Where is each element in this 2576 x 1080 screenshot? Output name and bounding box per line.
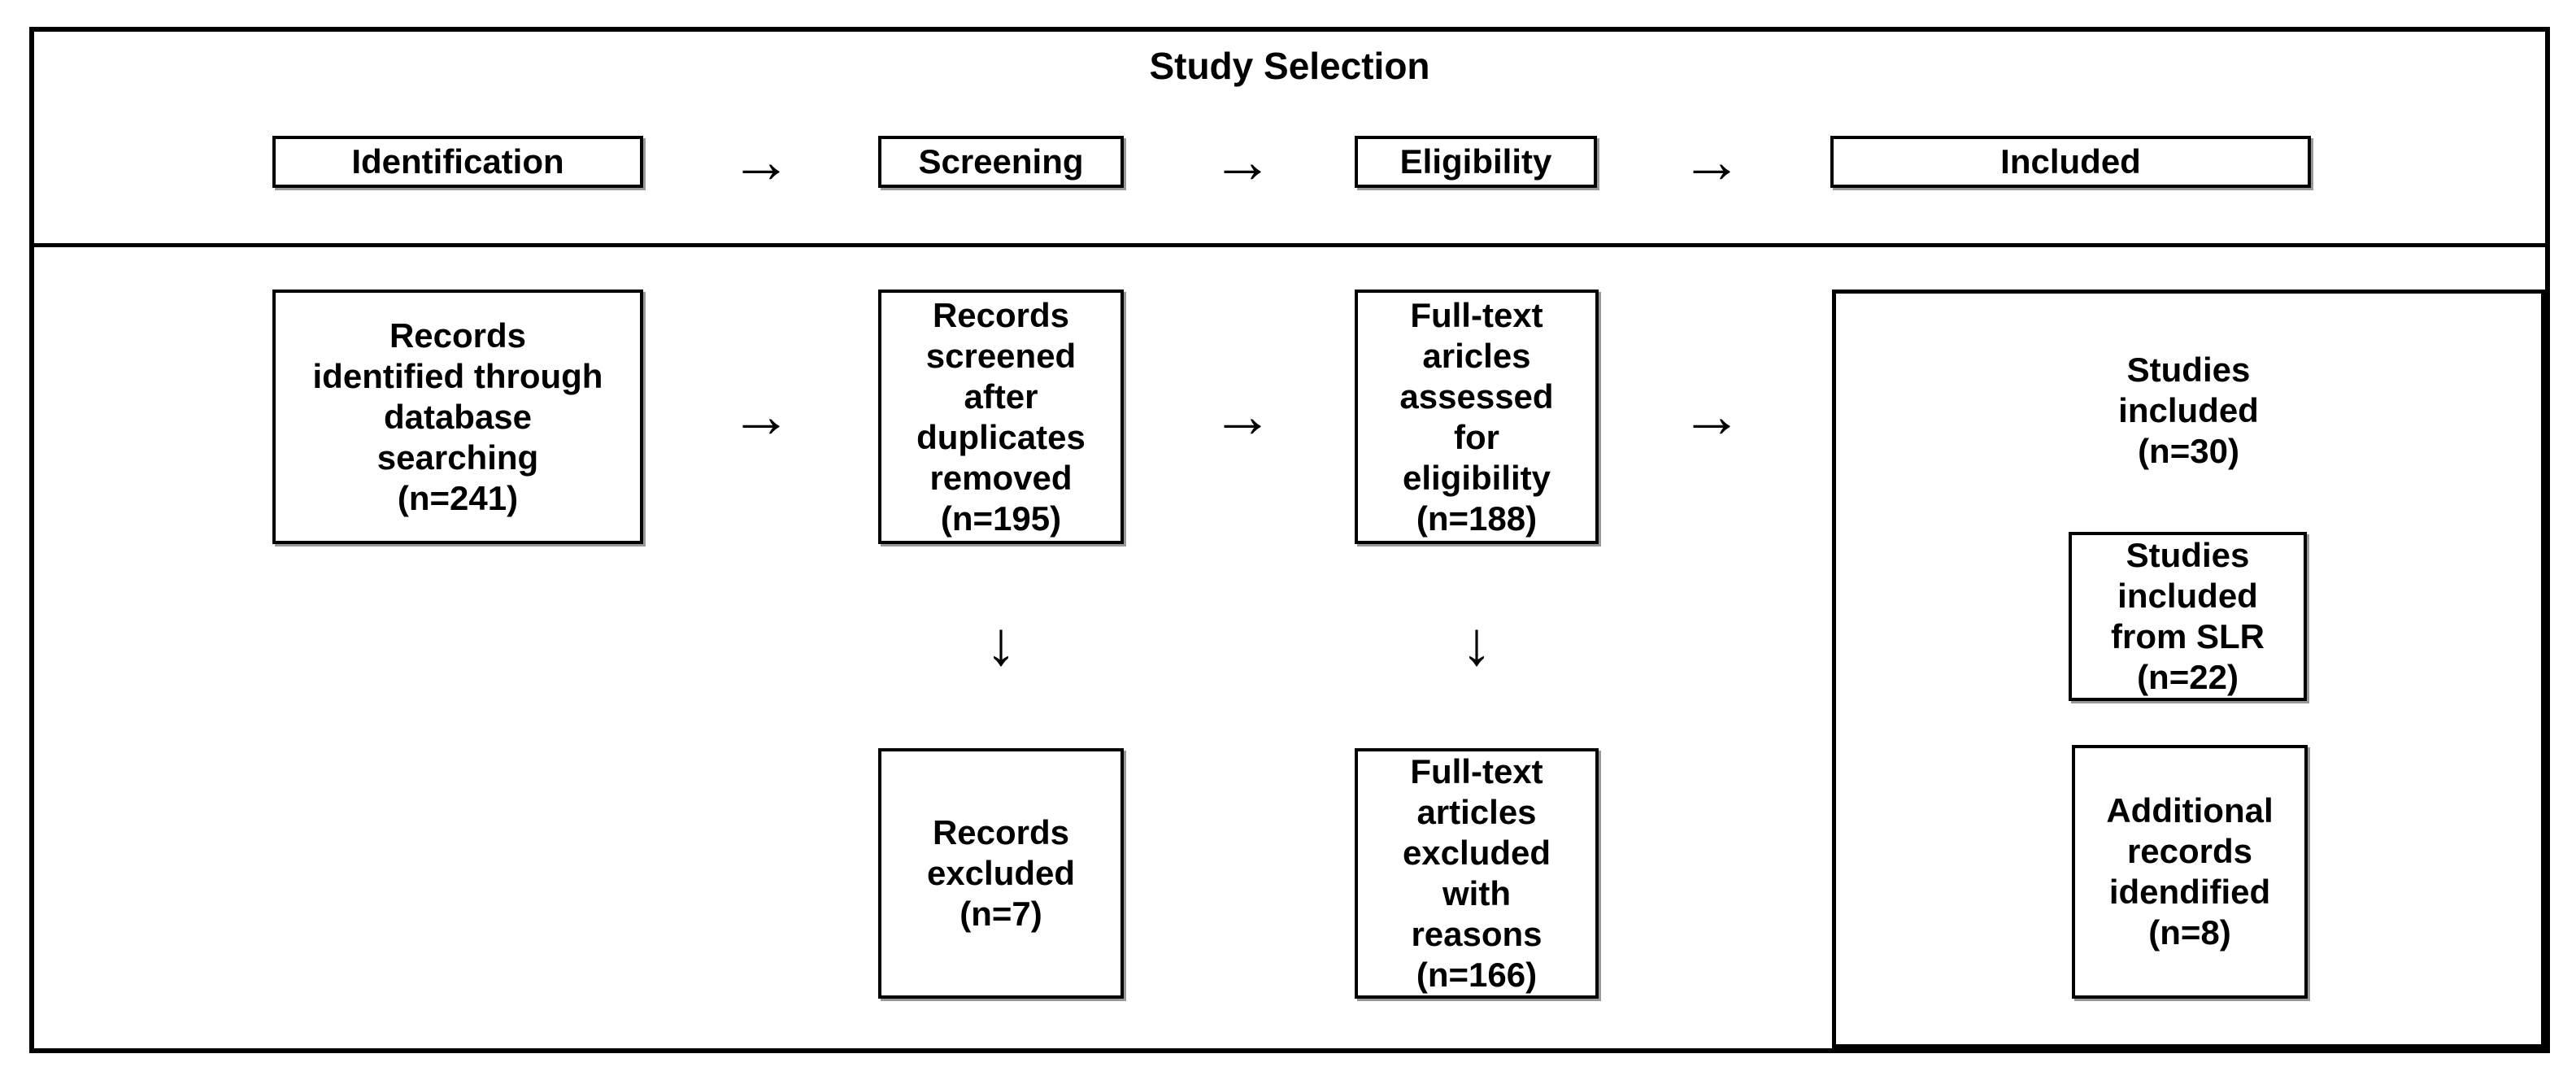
node-records-identified: Records identified through database sear… <box>272 290 643 544</box>
diagram-frame <box>29 27 2550 1053</box>
header-separator-line <box>29 243 2550 247</box>
right-arrow-icon: → <box>1681 381 1743 451</box>
right-arrow-icon: → <box>730 127 792 196</box>
node-fulltext-excluded: Full-text articles excluded with reasons… <box>1355 748 1599 999</box>
node-studies-included: Studies included (n=30) <box>2118 351 2259 470</box>
down-arrow-icon: ↓ <box>986 609 1016 678</box>
phase-box-eligibility: Eligibility <box>1355 136 1597 188</box>
right-arrow-icon: → <box>730 381 792 451</box>
right-arrow-icon: → <box>1212 381 1273 451</box>
node-records-excluded: Records excluded (n=7) <box>878 748 1124 999</box>
down-arrow-icon: ↓ <box>1461 609 1492 678</box>
right-arrow-icon: → <box>1681 127 1743 196</box>
node-records-screened: Records screened after duplicates remove… <box>878 290 1124 544</box>
phase-box-screening: Screening <box>878 136 1124 188</box>
included-column-container <box>1832 290 2545 1048</box>
node-additional-records-identified: Additional records idendified (n=8) <box>2072 745 2308 999</box>
right-arrow-icon: → <box>1212 127 1273 196</box>
phase-box-identification: Identification <box>272 136 643 188</box>
diagram-title: Study Selection <box>1149 45 1430 87</box>
node-fulltext-assessed: Full-text aricles assessed for eligibili… <box>1355 290 1599 544</box>
node-studies-included-from-slr: Studies included from SLR (n=22) <box>2069 532 2307 701</box>
phase-box-included: Included <box>1830 136 2311 188</box>
